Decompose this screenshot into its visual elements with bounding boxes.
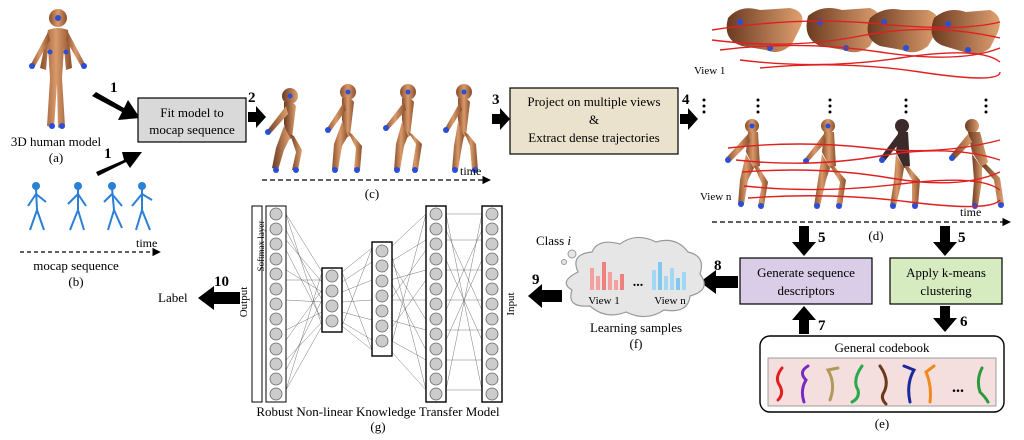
human-model-label: 3D human model [11,134,102,149]
class-var: i [567,233,571,248]
step-5-label-right: 5 [958,230,966,246]
hidden-layer-1 [321,267,343,333]
learning-samples-cloud: ... View 1 View n [561,236,705,318]
view-n-histogram [652,262,686,290]
view-n-trajectories [727,139,1001,208]
step-1-label-bottom: 1 [104,146,112,162]
output-layer [251,205,263,403]
step-5-arrow-right [933,226,957,256]
step-8-arrow [700,270,738,294]
hidden-layer-3 [425,205,447,403]
step-2-label: 2 [248,90,256,106]
learning-view-n: View n [654,295,686,307]
codebook-title: General codebook [835,340,930,355]
step-7-arrow [792,306,816,334]
view-n-label: View n [700,191,732,203]
step-7-label: 7 [818,318,826,334]
codebook-words [775,364,990,406]
step-6-label: 6 [960,314,968,330]
posed-sequence [265,84,478,173]
network-title: Robust Non-linear Knowledge Transfer Mod… [256,404,500,419]
kmeans-box-line1: Apply k-means [906,265,986,280]
views-tag: (d) [868,228,883,243]
step-5-label-left: 5 [818,230,826,246]
human-model-figure [29,9,87,129]
step-1-label-top: 1 [110,80,118,96]
learning-view-1: View 1 [588,295,619,307]
kmeans-box: Apply k-means clustering [889,257,1003,305]
codebook-tag: (e) [875,416,889,431]
mocap-skeletons [27,182,153,231]
learning-tag: (f) [630,336,643,351]
project-box: Project on multiple views & Extract dens… [509,87,679,155]
view-1-label: View 1 [694,65,725,77]
step-4-arrow [680,108,698,130]
human-model-tag: (a) [49,150,63,165]
codebook-ellipsis: ... [952,379,964,396]
view-n-bodies [725,119,1004,209]
kmeans-box-line2: clustering [920,283,972,298]
project-box-line1: Project on multiple views [527,94,660,109]
step-5-arrow-left [792,226,816,256]
step-9-label: 9 [532,272,540,288]
step-1-arrow-top [92,92,140,120]
output-layer-label: Output [238,287,250,318]
input-layer-label: Input [505,292,517,315]
project-box-line3: Extract dense trajectories [528,130,659,145]
final-label: Label [158,290,188,305]
hidden-layer-2 [371,241,393,357]
gen-box-line2: descriptors [777,283,834,298]
gen-box-line1: Generate sequence [757,265,855,280]
step-8-label: 8 [714,258,722,274]
step-10-arrow [198,286,240,310]
mocap-label: mocap sequence [33,258,119,273]
fit-box-line2: mocap sequence [149,122,235,137]
class-label: Class i [536,233,571,248]
neural-network [251,205,503,403]
sequence-time-label: time [460,164,481,178]
step-1-arrow-bottom [96,152,142,176]
class-prefix: Class [536,233,567,248]
softmax-layer-label: Softmax layer [256,221,266,272]
step-3-label: 3 [492,92,500,108]
mocap-time-label: time [136,236,157,250]
mocap-tag: (b) [68,274,83,289]
generate-descriptors-box: Generate sequence descriptors [739,257,873,305]
network-connections [285,213,483,391]
view-ellipsis-dots [702,98,988,114]
step-10-label: 10 [214,274,229,290]
view-1-trajectories [711,20,1001,79]
step-2-arrow [248,106,266,128]
learning-label: Learning samples [590,320,682,335]
codebook-panel: General codebook ... [759,335,1005,413]
views-time-label: time [960,205,981,219]
network-tag: (g) [370,419,385,434]
step-4-label: 4 [682,92,690,108]
fit-model-box: Fit model to mocap sequence [137,97,247,143]
step-9-arrow [528,284,562,308]
softmax-layer [265,205,287,403]
sequence-tag: (c) [365,186,379,201]
step-6-arrow [933,306,957,332]
project-box-line2: & [589,112,599,127]
fit-box-line1: Fit model to [160,105,224,120]
view-1-histogram [590,262,624,290]
learning-ellipsis: ... [633,275,644,290]
input-layer [481,205,503,403]
step-3-arrow [492,108,510,130]
